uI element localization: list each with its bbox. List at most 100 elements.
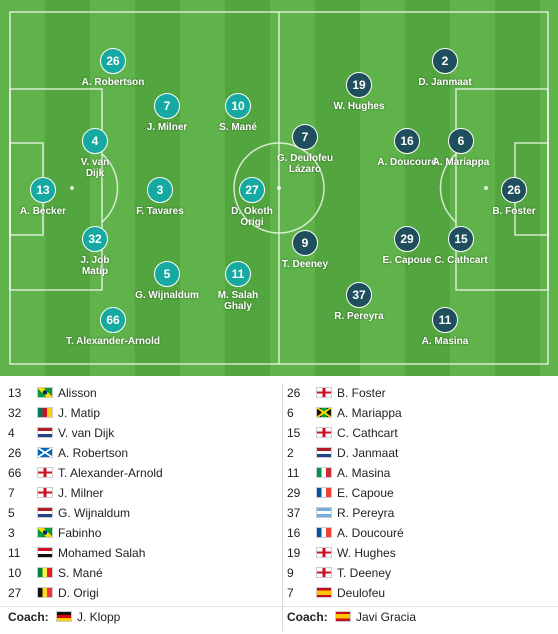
pitch-player-away[interactable]: 15 C. Cathcart bbox=[396, 226, 526, 266]
pitch-player-away[interactable]: 7 G. Deulofeu Lázaro bbox=[240, 124, 370, 175]
pitch-player-home[interactable]: 10 S. Mané bbox=[173, 93, 303, 133]
player-name[interactable]: J. Matip bbox=[58, 406, 101, 420]
player-number-badge: 7 bbox=[154, 93, 180, 119]
player-name[interactable]: J. Milner bbox=[58, 486, 104, 500]
player-number-badge: 13 bbox=[30, 177, 56, 203]
england-flag-icon bbox=[37, 487, 53, 498]
pitch-player-away[interactable]: 11 A. Masina bbox=[380, 307, 510, 347]
pitch-player-home[interactable]: 32 J. Job Matip bbox=[30, 226, 160, 277]
pitch-player-home[interactable]: 7 J. Milner bbox=[102, 93, 232, 133]
player-name[interactable]: A. Masina bbox=[337, 466, 391, 480]
player-name[interactable]: T. Alexander-Arnold bbox=[58, 466, 163, 480]
player-name[interactable]: D. Janmaat bbox=[337, 446, 399, 460]
player-name[interactable]: Deulofeu bbox=[337, 586, 386, 600]
pitch-player-away[interactable]: 2 D. Janmaat bbox=[380, 48, 510, 88]
lineup-row[interactable]: 5 G. Wijnaldum bbox=[4, 503, 280, 523]
player-name[interactable]: A. Robertson bbox=[58, 446, 129, 460]
player-name[interactable]: B. Foster bbox=[337, 386, 386, 400]
shirt-number: 27 bbox=[8, 586, 22, 600]
scotland-flag-icon bbox=[37, 447, 53, 458]
player-name: V. van Dijk bbox=[80, 157, 110, 179]
player-name[interactable]: Alisson bbox=[58, 386, 97, 400]
player-name[interactable]: S. Mané bbox=[58, 566, 103, 580]
pitch-player-home[interactable]: 66 T. Alexander-Arnold bbox=[48, 307, 178, 347]
player-name[interactable]: W. Hughes bbox=[337, 546, 396, 560]
france-flag-icon bbox=[316, 527, 332, 538]
player-number-badge: 27 bbox=[239, 177, 265, 203]
lineup-row[interactable]: 27 D. Origi bbox=[4, 583, 280, 603]
player-name[interactable]: A. Mariappa bbox=[337, 406, 402, 420]
pitch-player-home[interactable]: 5 G. Wijnaldum bbox=[102, 261, 232, 301]
pitch-player-away[interactable]: 6 A. Mariappa bbox=[396, 128, 526, 168]
lineup-row[interactable]: 3 Fabinho bbox=[4, 523, 280, 543]
pitch-player-away[interactable]: 37 R. Pereyra bbox=[294, 282, 424, 322]
player-number-badge: 2 bbox=[432, 48, 458, 74]
player-name[interactable]: G. Wijnaldum bbox=[58, 506, 131, 520]
player-name[interactable]: Fabinho bbox=[58, 526, 102, 540]
player-number-badge: 29 bbox=[394, 226, 420, 252]
player-name: F. Tavares bbox=[136, 206, 184, 217]
player-name[interactable]: V. van Dijk bbox=[58, 426, 115, 440]
coach-label: Coach: bbox=[8, 610, 49, 624]
northern-ireland-flag-icon bbox=[316, 427, 332, 438]
player-name[interactable]: D. Origi bbox=[58, 586, 99, 600]
shirt-number: 11 bbox=[8, 546, 21, 560]
player-name[interactable]: E. Capoue bbox=[337, 486, 394, 500]
england-flag-icon bbox=[316, 387, 332, 398]
player-name[interactable]: C. Cathcart bbox=[337, 426, 398, 440]
pitch-player-home[interactable]: 26 A. Robertson bbox=[48, 48, 178, 88]
pitch-player-away[interactable]: 9 T. Deeney bbox=[240, 230, 370, 270]
shirt-number: 66 bbox=[8, 466, 22, 480]
pitch-player-away[interactable]: 19 W. Hughes bbox=[294, 72, 424, 112]
player-number-badge: 32 bbox=[82, 226, 108, 252]
player-name[interactable]: A. Doucouré bbox=[337, 526, 404, 540]
player-name[interactable]: Mohamed Salah bbox=[58, 546, 146, 560]
shirt-number: 5 bbox=[8, 506, 15, 520]
player-name[interactable]: R. Pereyra bbox=[337, 506, 395, 520]
player-name[interactable]: T. Deeney bbox=[337, 566, 392, 580]
shirt-number: 11 bbox=[287, 466, 300, 480]
lineup-row[interactable]: 15 C. Cathcart bbox=[283, 423, 558, 443]
pitch-player-away[interactable]: 26 B. Foster bbox=[449, 177, 558, 217]
shirt-number: 15 bbox=[287, 426, 301, 440]
pitch-player-home[interactable]: 4 V. van Dijk bbox=[30, 128, 160, 179]
lineup-row[interactable]: 10 S. Mané bbox=[4, 563, 280, 583]
player-name: C. Cathcart bbox=[434, 255, 488, 266]
home-coach-row: Coach: J. Klopp bbox=[4, 607, 280, 627]
pitch-player-away[interactable]: 16 A. Doucouré bbox=[342, 128, 472, 168]
shirt-number: 10 bbox=[8, 566, 22, 580]
pitch-player-home[interactable]: 13 A. Becker bbox=[0, 177, 108, 217]
lineup-row[interactable]: 66 T. Alexander-Arnold bbox=[4, 463, 280, 483]
coach-name[interactable]: J. Klopp bbox=[77, 610, 121, 624]
player-name: G. Deulofeu Lázaro bbox=[276, 153, 334, 175]
player-name: T. Alexander-Arnold bbox=[65, 336, 161, 347]
france-flag-icon bbox=[316, 487, 332, 498]
lineup-row[interactable]: 11 Mohamed Salah bbox=[4, 543, 280, 563]
pitch-player-home[interactable]: 27 D. Okoth Origi bbox=[187, 177, 317, 228]
player-number-badge: 10 bbox=[225, 93, 251, 119]
player-number-badge: 37 bbox=[346, 282, 372, 308]
coach-name[interactable]: Javi Gracia bbox=[356, 610, 417, 624]
shirt-number: 3 bbox=[8, 526, 15, 540]
pitch-player-home[interactable]: 3 F. Tavares bbox=[95, 177, 225, 217]
pitch-player-home[interactable]: 11 M. Salah Ghaly bbox=[173, 261, 303, 312]
player-name: R. Pereyra bbox=[334, 311, 384, 322]
pitch-player-away[interactable]: 29 E. Capoue bbox=[342, 226, 472, 266]
lineup-row[interactable]: 11 A. Masina bbox=[283, 463, 558, 483]
